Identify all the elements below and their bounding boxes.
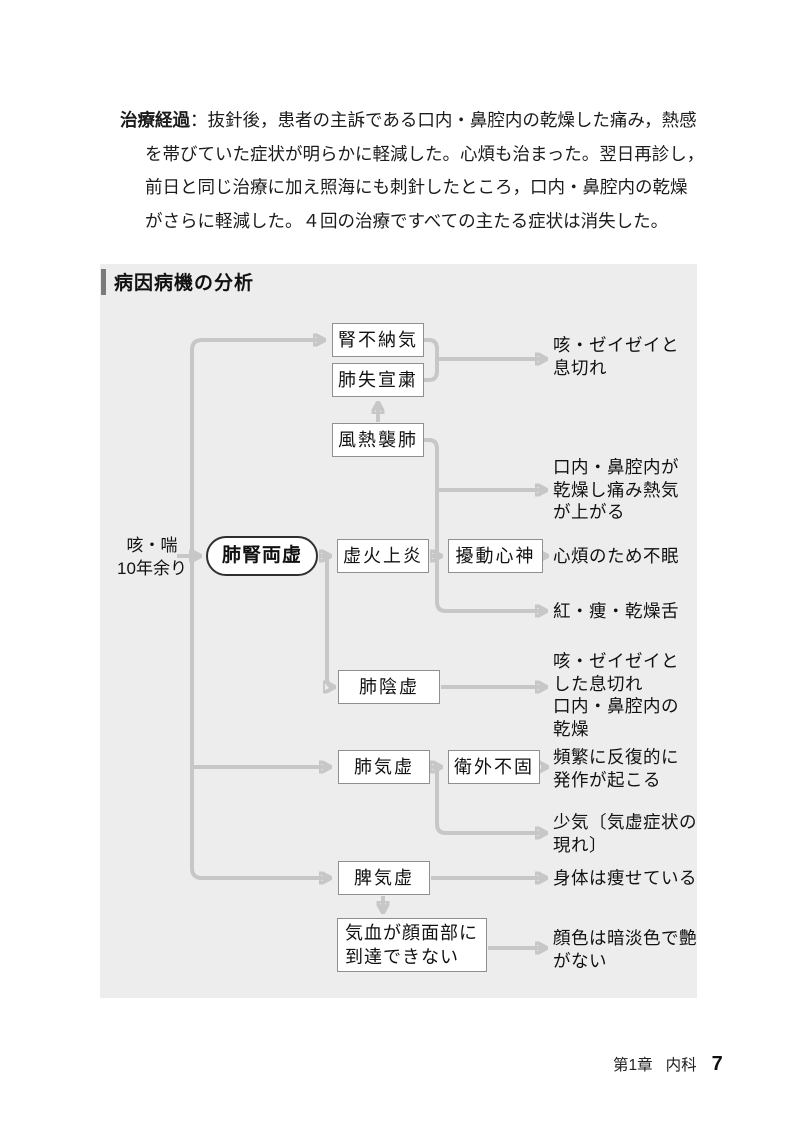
- paragraph-line-2: を帯びていた症状が明らかに軽減した。心煩も治まった。翌日再診し，: [145, 143, 705, 164]
- paragraph-line-1-text: ：抜針後，患者の主訴である口内・鼻腔内の乾燥した痛み，熱感: [190, 110, 697, 130]
- node-spleen-qi-deficiency: 脾気虚: [338, 861, 430, 895]
- outcome-frequent-recurrent-attacks: 頻繁に反復的に 発作が起こる: [553, 747, 679, 790]
- outcome-dull-lusterless-complexion: 顔色は暗淡色で艶 がない: [553, 928, 697, 971]
- connector-kidney-merge-stub: [424, 338, 439, 360]
- outcome-thin-body: 身体は痩せている: [553, 868, 697, 888]
- panel-title: 病因病機の分析: [101, 268, 254, 295]
- page-footer: 第1章 内科 7: [613, 1053, 723, 1076]
- node-disturbing-heart-spirit: 擾動心神: [448, 539, 543, 573]
- node-lung-kidney-dual-deficiency: 肺腎両虚: [206, 536, 318, 576]
- outcome-dry-mouth-nose-heat: 口内・鼻腔内が 乾燥し痛み熱気 が上がる: [553, 457, 679, 522]
- footer-section: 内科: [665, 1057, 697, 1074]
- outcome-insomnia-from-vexation: 心煩のため不眠: [553, 546, 679, 566]
- node-defensive-exterior-insecurity: 衛外不固: [448, 750, 540, 784]
- paragraph-line-1: 治療経過：抜針後，患者の主訴である口内・鼻腔内の乾燥した痛み，熱感: [120, 104, 697, 138]
- node-lung-qi-deficiency: 肺気虚: [338, 750, 430, 784]
- node-deficiency-fire-flaring: 虚火上炎: [337, 539, 429, 573]
- flowchart-connector-layer: [177, 264, 697, 998]
- treatment-course-paragraph: 治療経過：抜針後，患者の主訴である口内・鼻腔内の乾燥した痛み，熱感 を帯びていた…: [120, 104, 705, 238]
- paragraph-line-3: 前日と同じ治療に加え照海にも刺針したところ，口内・鼻腔内の乾燥: [145, 177, 688, 197]
- footer-chapter: 第1章: [613, 1057, 653, 1074]
- footer-page-number: 7: [711, 1053, 723, 1075]
- paragraph-line-4: がさらに軽減した。４回の治療ですべての主たる症状は消失した。: [145, 210, 669, 231]
- title-accent-bar: [101, 268, 106, 295]
- connector-bus-to-spleen: [190, 867, 330, 878]
- connector-windheat-bus: [423, 438, 546, 611]
- node-qi-blood-not-reaching-face: 気血が顔面部に 到達できない: [337, 918, 487, 972]
- treatment-course-label: 治療経過: [120, 110, 190, 130]
- pathogenesis-analysis-panel: 病因病機の分析: [100, 264, 697, 998]
- connector-bus-to-kidney: [190, 340, 324, 870]
- node-wind-heat-attacking-lung: 風熱襲肺: [332, 423, 424, 457]
- outcome-cough-wheeze-breathless: 咳・ゼイゼイと 息切れ: [553, 335, 679, 378]
- node-lung-yin-deficiency: 肺陰虚: [338, 670, 440, 704]
- node-kidney-not-receiving-qi: 腎不納気: [332, 323, 424, 357]
- outcome-red-thin-dry-tongue: 紅・痩・乾燥舌: [553, 601, 679, 621]
- connector-lung-merge-stub: [424, 358, 439, 382]
- node-lung-failing-to-diffuse: 肺失宣粛: [332, 363, 424, 397]
- connector-to-lung-yin: [327, 558, 334, 687]
- outcome-cough-wheeze-dryness: 咳・ゼイゼイと した息切れ 口内・鼻腔内の 乾燥: [553, 651, 679, 739]
- source-label-cough-asthma: 咳・喘 10年余り: [117, 536, 187, 578]
- outcome-shortness-of-qi: 少気〔気虚症状の 現れ〕: [553, 812, 697, 855]
- panel-title-text: 病因病機の分析: [114, 273, 255, 294]
- connector-lung-qi-bus: [435, 769, 546, 833]
